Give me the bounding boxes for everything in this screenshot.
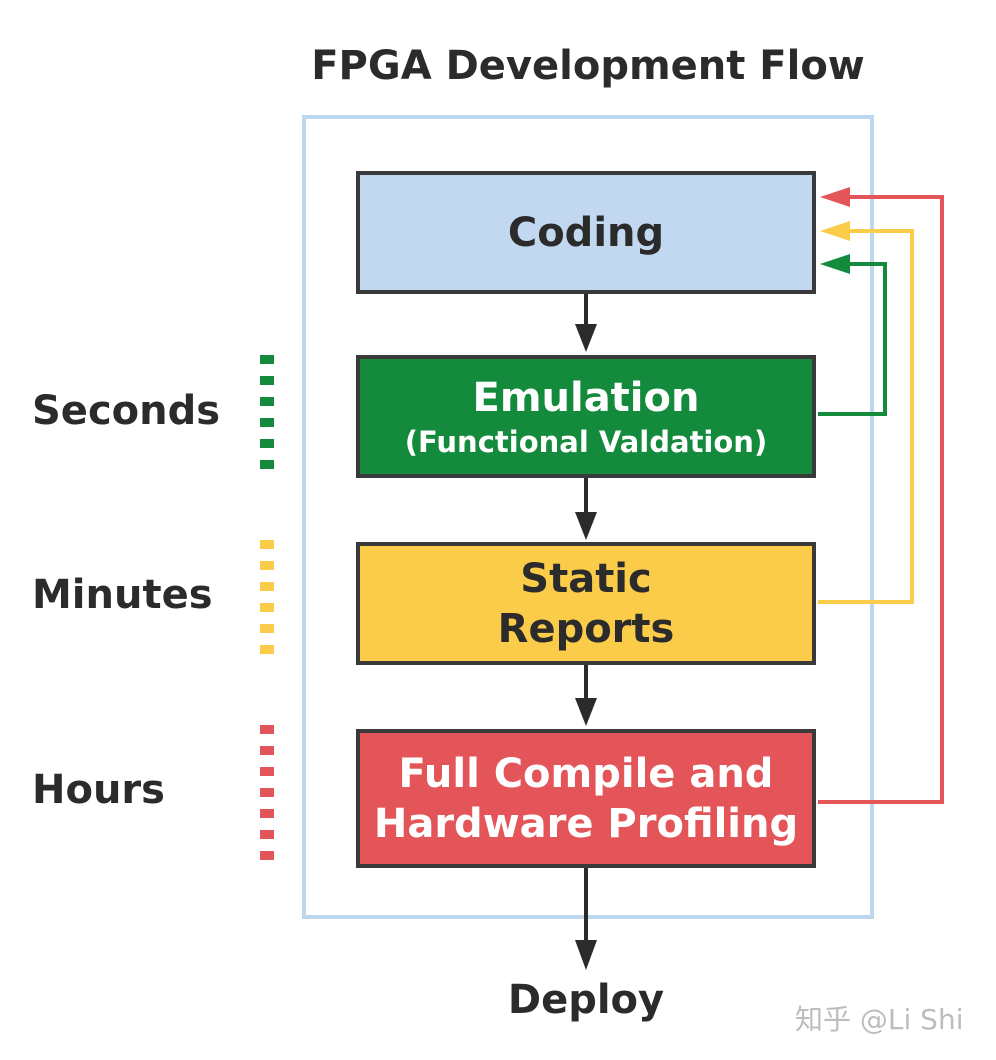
feedback-arrow-compile (818, 187, 944, 804)
time-label-hours: Hours (32, 767, 165, 813)
step-static-box: Static Reports (356, 542, 816, 665)
step-emulation-label: Emulation (472, 374, 700, 421)
down-arrow-emulation-to-static (575, 478, 597, 540)
step-emulation-sublabel: (Functional Valdation) (404, 424, 768, 459)
time-label-minutes: Minutes (32, 572, 213, 618)
step-compile-label-line2: Hardware Profiling (373, 800, 799, 847)
diagram-title: FPGA Development Flow (311, 43, 865, 89)
step-coding-box: Coding (356, 171, 816, 294)
feedback-arrow-static (818, 221, 914, 604)
step-static-label-line1: Static (520, 555, 652, 602)
down-arrow-static-to-compile (575, 665, 597, 726)
deploy-label: Deploy (507, 977, 665, 1023)
feedback-arrow-emulation (818, 254, 887, 416)
down-arrow-coding-to-emulation (575, 294, 597, 352)
step-emulation-box: Emulation (Functional Valdation) (356, 355, 816, 478)
step-compile-box: Full Compile and Hardware Profiling (356, 729, 816, 868)
step-coding-label: Coding (507, 209, 665, 256)
down-arrow-compile-to-deploy (575, 868, 597, 970)
time-label-seconds: Seconds (32, 388, 221, 434)
step-static-label-line2: Reports (497, 605, 675, 652)
step-compile-label-line1: Full Compile and (398, 750, 774, 797)
watermark-text: 知乎 @Li Shi (795, 1003, 964, 1036)
